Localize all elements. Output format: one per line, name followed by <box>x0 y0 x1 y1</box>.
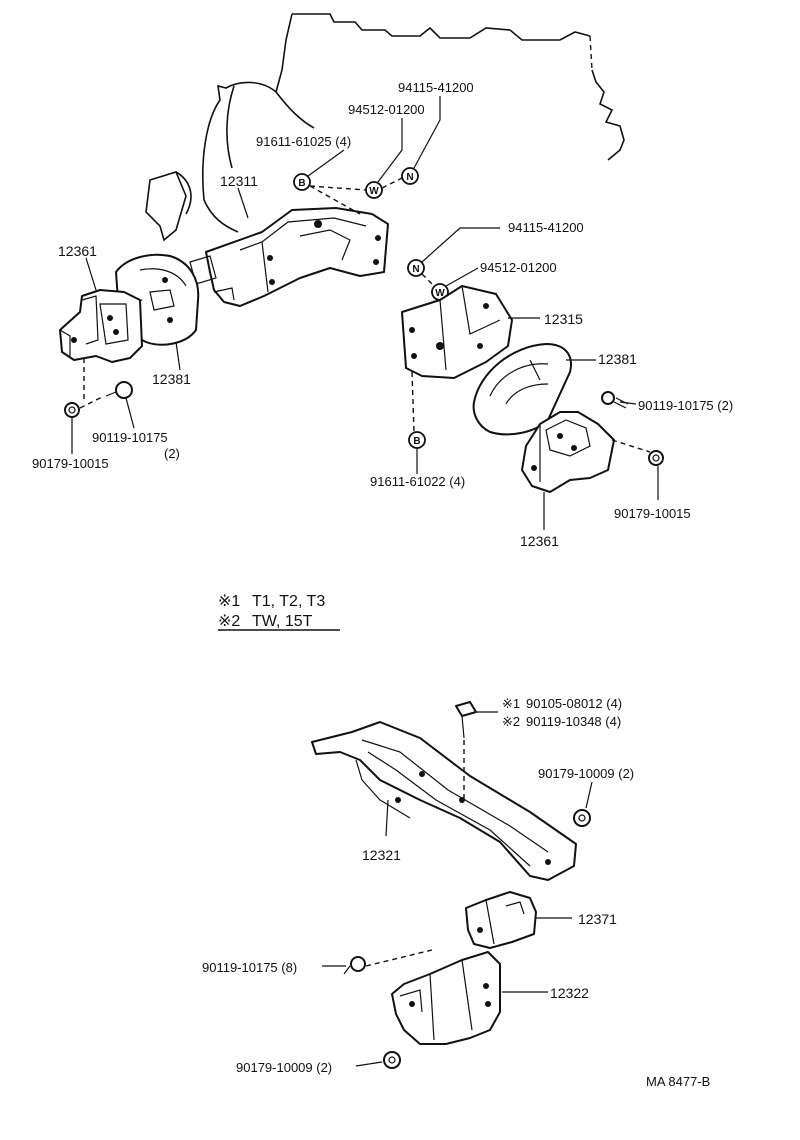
label-12381-right: 12381 <box>598 351 637 367</box>
svg-text:W: W <box>435 288 445 299</box>
bolt-symbol-right: B <box>408 431 426 449</box>
nut-90179-10009-top <box>573 809 591 827</box>
label-94115-41200-top: 94115-41200 <box>398 80 474 95</box>
label-90119-10175-8: 90119-10175 (8) <box>202 960 297 975</box>
mount-12361-left <box>59 289 143 363</box>
label-90179-10009-top: 90179-10009 (2) <box>538 766 634 781</box>
nut-90179-10009-bottom <box>383 1051 401 1069</box>
label-90119-10175-left-qty: (2) <box>164 446 180 461</box>
reference-code: MA 8477-B <box>646 1074 710 1089</box>
svg-text:B: B <box>413 436 420 447</box>
label-91611-61025: 91611-61025 (4) <box>256 134 351 149</box>
label-12315: 12315 <box>544 311 583 327</box>
mount-12361-right <box>521 411 615 493</box>
label-94115-41200-right: 94115-41200 <box>508 220 584 235</box>
label-94512-01200-top: 94512-01200 <box>348 102 425 117</box>
legend-mark-1: ※1 <box>218 593 240 610</box>
bolt-90105-90119 <box>455 701 477 800</box>
label-90119-10175-right: 90119-10175 (2) <box>638 398 733 413</box>
label-12311: 12311 <box>220 173 258 189</box>
svg-text:N: N <box>406 172 413 183</box>
label-90105-08012-mark: ※1 <box>502 696 520 711</box>
legend-text-1: T1, T2, T3 <box>252 593 325 610</box>
legend-text-2: TW, 15T <box>252 613 313 630</box>
bracket-12315 <box>401 285 513 379</box>
insulator-12381-right <box>472 343 572 436</box>
label-12381-left: 12381 <box>152 371 191 387</box>
nut-symbol-top: N <box>401 167 419 185</box>
label-12322: 12322 <box>550 985 589 1001</box>
label-12321: 12321 <box>362 847 401 863</box>
legend-mark-2: ※2 <box>218 613 240 630</box>
nut-symbol-right: N <box>407 259 425 277</box>
variant-legend: ※1 T1, T2, T3 ※2 TW, 15T <box>218 593 340 631</box>
label-90179-10015-left: 90179-10015 <box>32 456 109 471</box>
label-91611-61022: 91611-61022 (4) <box>370 474 465 489</box>
svg-text:W: W <box>369 186 379 197</box>
label-90179-10015-right: 90179-10015 <box>614 506 691 521</box>
bolt-90119-8 <box>343 956 366 975</box>
assembly-line-left-lower <box>79 358 105 409</box>
svg-text:N: N <box>412 264 419 275</box>
label-90119-10348: 90119-10348 (4) <box>526 714 621 729</box>
crossmember-12321 <box>311 721 577 881</box>
label-90105-08012: 90105-08012 (4) <box>526 696 622 711</box>
nut-90179-right <box>648 450 664 466</box>
mount-12371 <box>465 891 537 949</box>
label-12361-left: 12361 <box>58 243 97 259</box>
assembly-line-lower-bolt <box>365 949 433 967</box>
symbols-right: N W B <box>407 259 463 449</box>
label-90119-10348-mark: ※2 <box>502 714 520 729</box>
label-12371: 12371 <box>578 911 617 927</box>
label-94512-01200-right: 94512-01200 <box>480 260 557 275</box>
nut-90179-left <box>64 402 80 418</box>
bolt-symbol-top: B <box>293 173 311 191</box>
label-90119-10175-left: 90119-10175 <box>92 430 168 445</box>
washer-symbol-top: W <box>365 181 383 199</box>
engine-block-outline <box>145 13 625 242</box>
bolt-90119-left <box>105 381 133 399</box>
label-12361-right: 12361 <box>520 533 559 549</box>
bracket-12311 <box>189 207 389 307</box>
assembly-line-top-fasteners <box>309 177 403 215</box>
svg-text:B: B <box>298 178 305 189</box>
bracket-12322 <box>391 951 501 1045</box>
bolt-90119-right <box>601 391 629 409</box>
label-90179-10009-bottom: 90179-10009 (2) <box>236 1060 332 1075</box>
leader-lines <box>71 96 659 1067</box>
assembly-line-right-lower <box>611 439 651 453</box>
